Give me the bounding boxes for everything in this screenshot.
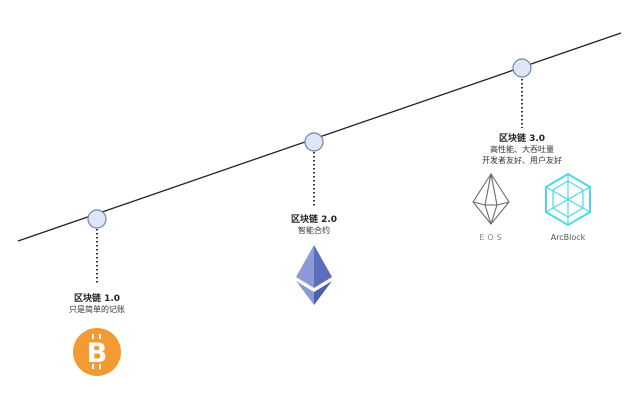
eos-caption: EOS: [479, 233, 505, 242]
stage-3-label: 区块链 3.0 高性能、大吞吐量 开发者友好、用户友好: [462, 133, 582, 167]
stage-3-description-line-2: 开发者友好、用户友好: [482, 155, 562, 165]
timeline-node-1: [87, 209, 107, 229]
stage-3-description-line-1: 高性能、大吞吐量: [490, 145, 554, 155]
ethereum-icon: [296, 245, 332, 305]
stage-1-description: 只是简单的记账: [69, 305, 125, 315]
eos-icon: [472, 172, 510, 225]
stage-2-label: 区块链 2.0 智能合约: [264, 214, 364, 237]
bitcoin-icon: B: [73, 328, 121, 376]
timeline-node-2: [304, 132, 324, 152]
bitcoin-symbol: B: [87, 338, 108, 369]
stage-2-description: 智能合约: [298, 226, 330, 236]
stage-3-title: 区块链 3.0: [498, 134, 546, 144]
arcblock-caption: ArcBlock: [550, 233, 586, 242]
stage-1-title: 区块链 1.0: [73, 294, 121, 304]
stage-1-label: 区块链 1.0 只是简单的记账: [47, 293, 147, 316]
timeline-node-3: [512, 58, 532, 78]
stage-2-title: 区块链 2.0: [290, 215, 338, 225]
arcblock-icon: [545, 172, 591, 227]
